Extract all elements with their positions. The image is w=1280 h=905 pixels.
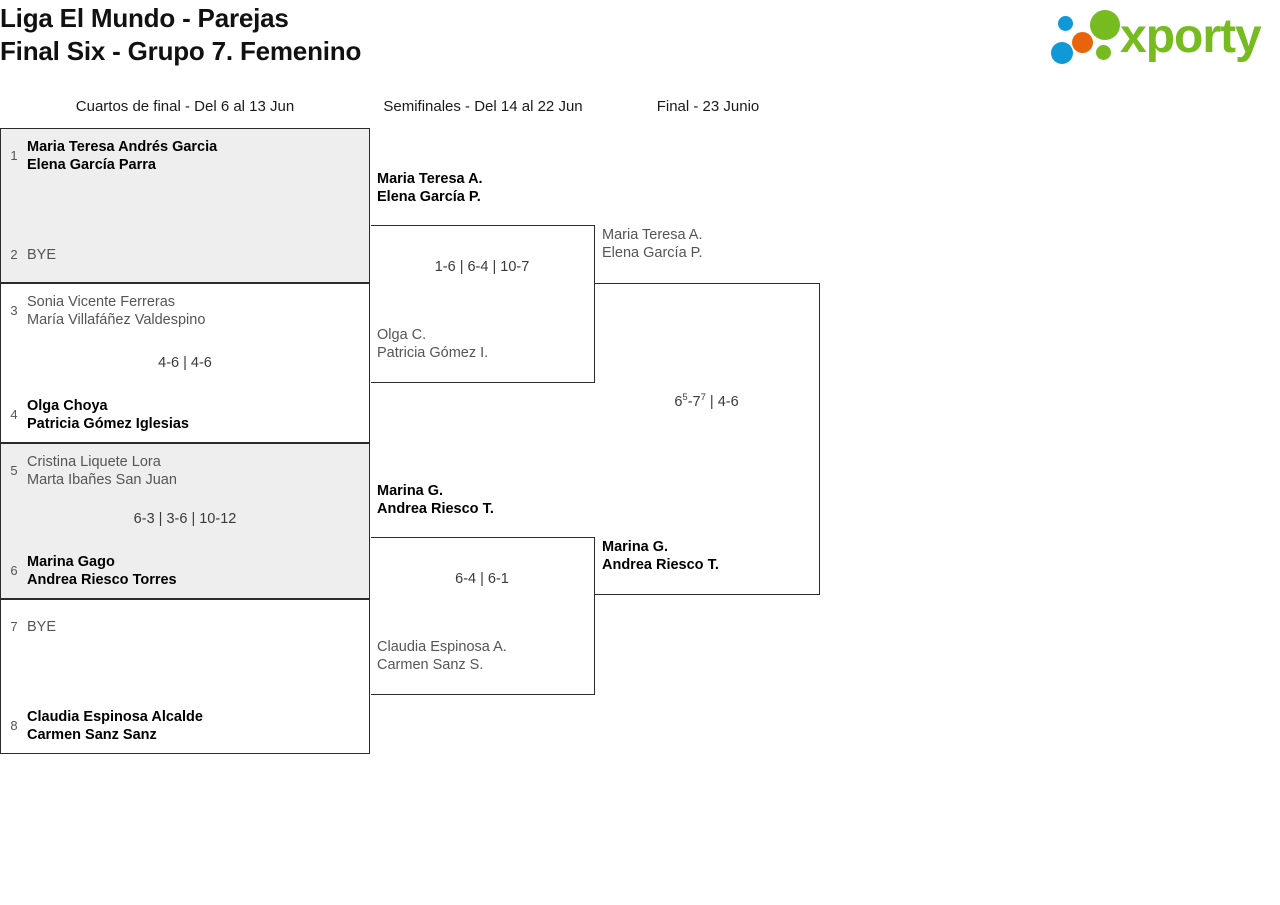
match-slot-bottom[interactable]: 4 Olga Choya Patricia Gómez Iglesias — [1, 394, 369, 436]
match-quarterfinal-3[interactable]: 5 Cristina Liquete Lora Marta Ibañes San… — [0, 443, 370, 599]
semifinal-1-team-top[interactable]: Maria Teresa A. Elena García P. — [377, 171, 483, 205]
match-slot-top[interactable]: 1 Maria Teresa Andrés Garcia Elena Garcí… — [1, 135, 369, 177]
match-slot-bottom[interactable]: 2 BYE — [1, 234, 369, 276]
page-header: Liga El Mundo - Parejas Final Six - Grup… — [0, 0, 1280, 80]
seed-number: 7 — [10, 619, 18, 634]
match-score: 6-3 | 3-6 | 10-12 — [133, 511, 237, 527]
team-name: Maria Teresa Andrés Garcia Elena García … — [27, 139, 218, 173]
match-quarterfinal-2[interactable]: 3 Sonia Vicente Ferreras María Villafáñe… — [0, 283, 370, 443]
match-slot-top[interactable]: 5 Cristina Liquete Lora Marta Ibañes San… — [1, 450, 369, 492]
match-quarterfinal-4[interactable]: 7 BYE 8 Claudia Espinosa Alcalde Carmen … — [0, 599, 370, 754]
team-name: Cristina Liquete Lora Marta Ibañes San J… — [27, 454, 177, 488]
logo-dot-blue-small-icon — [1058, 16, 1073, 31]
team-name: Sonia Vicente Ferreras María Villafáñez … — [27, 294, 206, 328]
semifinal-2-score: 6-4 | 6-1 — [455, 571, 509, 587]
seed-number: 3 — [10, 303, 18, 318]
team-name: BYE — [27, 619, 57, 635]
seed-number: 8 — [10, 718, 18, 733]
final-score: 65-77 | 4-6 — [674, 392, 739, 410]
match-slot-bottom[interactable]: 6 Marina Gago Andrea Riesco Torres — [1, 550, 369, 592]
match-slot-bottom[interactable]: 8 Claudia Espinosa Alcalde Carmen Sanz S… — [1, 705, 369, 747]
semifinal-1-score: 1-6 | 6-4 | 10-7 — [434, 259, 530, 275]
round-header-semifinals: Semifinales - Del 14 al 22 Jun — [383, 98, 583, 115]
match-score: 4-6 | 4-6 — [158, 355, 212, 371]
page-title: Liga El Mundo - Parejas Final Six - Grup… — [0, 3, 362, 66]
seed-number: 1 — [10, 148, 18, 163]
seed-number: 2 — [10, 247, 18, 262]
round-header-final: Final - 23 Junio — [656, 98, 760, 115]
team-name: Olga Choya Patricia Gómez Iglesias — [27, 398, 189, 432]
match-slot-top[interactable]: 7 BYE — [1, 606, 369, 648]
logo-dots-icon — [1048, 10, 1124, 66]
final-team-bottom[interactable]: Marina G. Andrea Riesco T. — [602, 539, 719, 573]
team-name: Claudia Espinosa Alcalde Carmen Sanz San… — [27, 709, 203, 743]
logo-dot-blue-large-icon — [1051, 42, 1073, 64]
logo-dot-green-large-icon — [1090, 10, 1120, 40]
team-name: Marina Gago Andrea Riesco Torres — [27, 554, 177, 588]
logo-wordmark: xporty — [1120, 10, 1262, 63]
seed-number: 6 — [10, 563, 18, 578]
match-semifinal-2[interactable] — [371, 537, 595, 695]
xporty-logo: xporty — [1048, 8, 1274, 66]
round-header-quarterfinals: Cuartos de final - Del 6 al 13 Jun — [75, 98, 295, 115]
match-final[interactable] — [595, 283, 820, 595]
match-slot-top[interactable]: 3 Sonia Vicente Ferreras María Villafáñe… — [1, 290, 369, 332]
logo-dot-orange-icon — [1072, 32, 1093, 53]
semifinal-2-team-top[interactable]: Marina G. Andrea Riesco T. — [377, 483, 494, 517]
semifinal-2-team-bottom[interactable]: Claudia Espinosa A. Carmen Sanz S. — [377, 639, 507, 673]
semifinal-1-team-bottom[interactable]: Olga C. Patricia Gómez I. — [377, 327, 489, 361]
seed-number: 5 — [10, 463, 18, 478]
team-name: BYE — [27, 247, 57, 263]
logo-dot-green-small-icon — [1096, 45, 1111, 60]
match-semifinal-1[interactable] — [371, 225, 595, 383]
seed-number: 4 — [10, 407, 18, 422]
final-team-top[interactable]: Maria Teresa A. Elena García P. — [602, 227, 703, 261]
match-quarterfinal-1[interactable]: 1 Maria Teresa Andrés Garcia Elena Garcí… — [0, 128, 370, 283]
